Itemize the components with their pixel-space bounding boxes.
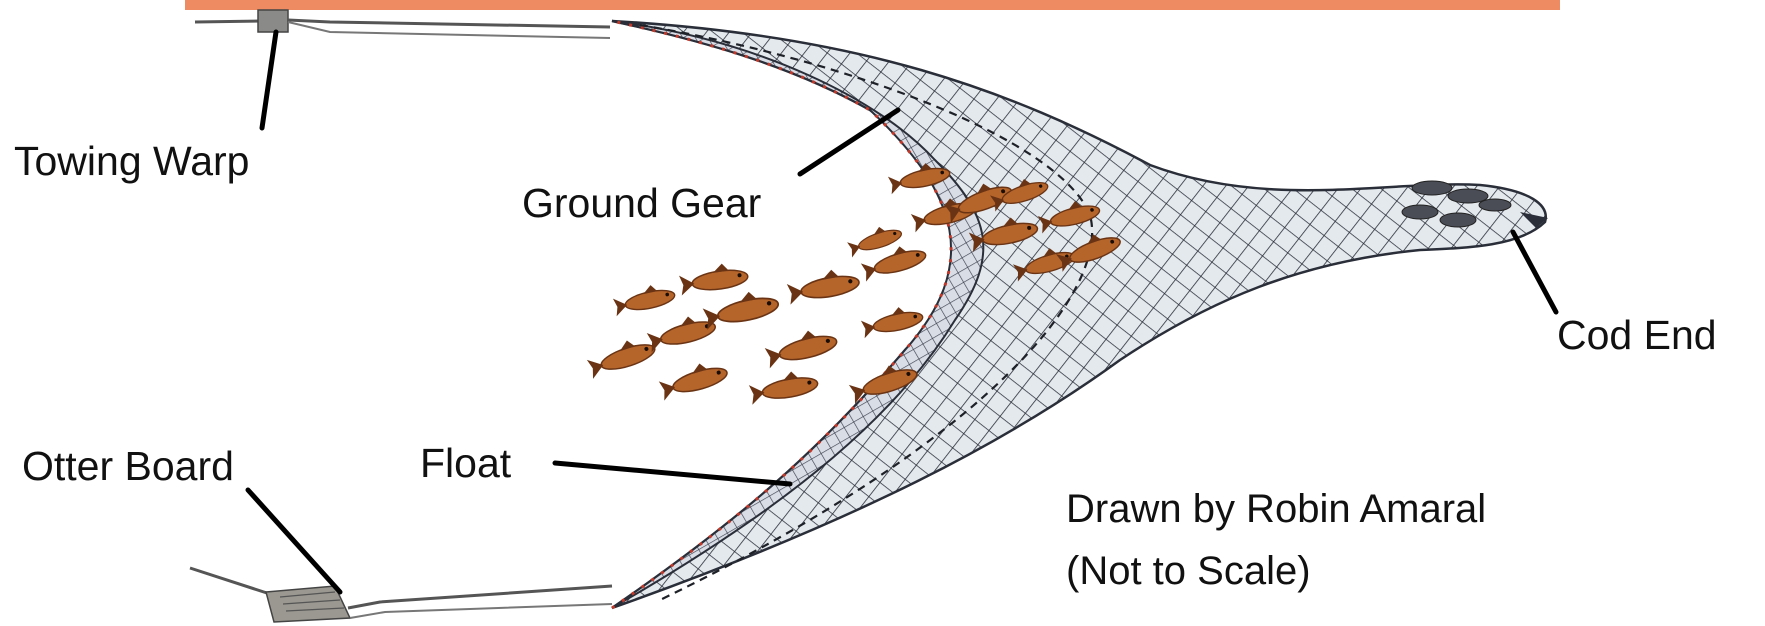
otter-board-leader	[245, 487, 343, 595]
fish-icon	[586, 340, 656, 379]
fish-icon	[1411, 180, 1453, 196]
cod-end-leader	[1510, 229, 1559, 315]
ground-gear-leader	[797, 107, 901, 177]
fish-icon	[860, 307, 924, 339]
ground-gear-label: Ground Gear	[522, 180, 762, 226]
fish-icon	[612, 285, 676, 317]
towing-warp-label: Towing Warp	[14, 138, 250, 184]
fish-icon	[1478, 198, 1512, 212]
fish-icon	[847, 226, 903, 258]
top-banner-strip	[185, 0, 1560, 10]
fish-icon	[887, 163, 951, 195]
credit-line-author: Drawn by Robin Amaral	[1066, 487, 1487, 531]
towing-warp-leader	[259, 29, 279, 131]
cod-end-fish-group	[1401, 180, 1512, 228]
headrope-line	[639, 23, 1094, 601]
leader-lines	[245, 29, 1559, 595]
fish-icon	[748, 371, 819, 405]
fish-icon	[990, 179, 1049, 212]
fish-icon	[702, 291, 780, 330]
fish-school	[586, 163, 1121, 405]
fish-icon	[678, 263, 749, 296]
otter-board-top-icon	[257, 9, 289, 33]
cod-end-label: Cod End	[1557, 312, 1717, 358]
towing-warp-top	[194, 9, 611, 39]
fish-icon	[860, 246, 927, 282]
fish-icon	[968, 217, 1039, 253]
fish-icon	[764, 330, 838, 369]
fish-icon	[1401, 204, 1439, 220]
fish-icon	[848, 365, 918, 404]
fish-icon	[658, 363, 728, 401]
fish-icon	[1037, 201, 1101, 234]
towing-warp-bottom	[189, 566, 613, 623]
fish-icon	[1056, 234, 1121, 272]
fish-icon	[646, 316, 717, 353]
float-label: Float	[420, 440, 512, 486]
fish-icon	[1447, 188, 1489, 204]
float-leader	[552, 460, 793, 487]
credit-line-scale-note: (Not to Scale)	[1066, 549, 1311, 593]
otter-board-label: Otter Board	[22, 443, 234, 489]
fish-icon	[786, 269, 860, 305]
fish-icon	[1439, 212, 1477, 228]
cod-end-knot	[1520, 212, 1548, 228]
float-line	[611, 19, 953, 610]
